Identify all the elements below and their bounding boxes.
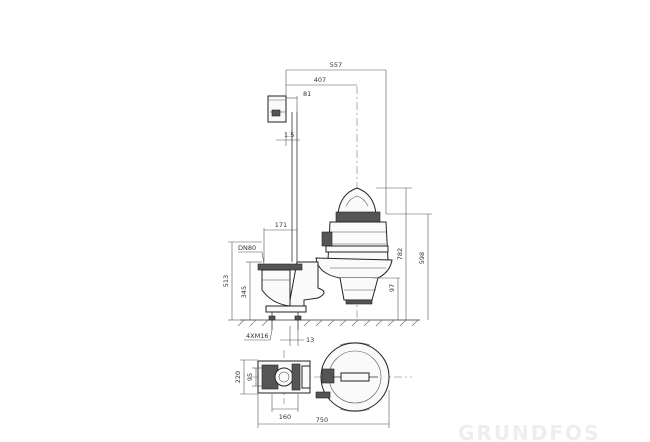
svg-text:513: 513 bbox=[222, 275, 230, 287]
discharge-pipe bbox=[257, 261, 325, 313]
plan-base bbox=[257, 360, 311, 394]
dim-750: 750 bbox=[257, 390, 390, 428]
dim-1-5: 1.5 bbox=[276, 131, 300, 146]
dim-220: 220 bbox=[234, 359, 258, 395]
dim-782: 782 bbox=[376, 187, 412, 320]
dim-81: 81 bbox=[286, 90, 311, 99]
dim-dn80: DN80 bbox=[238, 244, 265, 265]
plan-pump bbox=[315, 342, 390, 412]
floor-line bbox=[237, 319, 420, 327]
svg-text:750: 750 bbox=[316, 416, 328, 424]
dim-513: 513 bbox=[222, 241, 262, 321]
elevation-view: 557 407 81 1.5 171 DN80 bbox=[222, 61, 432, 346]
top-bracket bbox=[267, 95, 287, 123]
dim-97: 97 bbox=[372, 277, 400, 320]
dim-171: 171 bbox=[263, 221, 298, 262]
anchor-bolts bbox=[268, 312, 302, 330]
svg-text:160: 160 bbox=[279, 413, 291, 421]
svg-text:782: 782 bbox=[396, 248, 404, 260]
dim-345: 345 bbox=[240, 261, 262, 320]
dim-598: 598 bbox=[386, 213, 432, 320]
dim-anchor-bolts: 4XM16 bbox=[244, 329, 273, 341]
svg-text:95: 95 bbox=[246, 373, 254, 381]
svg-text:4XM16: 4XM16 bbox=[246, 332, 268, 340]
svg-text:171: 171 bbox=[275, 221, 287, 229]
dim-407: 407 bbox=[286, 76, 357, 86]
svg-text:1.5: 1.5 bbox=[284, 131, 294, 139]
svg-text:598: 598 bbox=[418, 252, 426, 264]
pump-motor bbox=[315, 187, 393, 305]
svg-text:81: 81 bbox=[303, 90, 311, 98]
dim-13: 13 bbox=[280, 326, 314, 346]
svg-text:557: 557 bbox=[330, 61, 342, 69]
svg-text:345: 345 bbox=[240, 286, 248, 298]
dim-95: 95 bbox=[246, 367, 262, 387]
svg-text:13: 13 bbox=[306, 336, 314, 344]
svg-text:220: 220 bbox=[234, 371, 242, 383]
svg-text:DN80: DN80 bbox=[238, 244, 256, 252]
dim-557: 557 bbox=[285, 61, 387, 214]
dim-160: 160 bbox=[271, 394, 299, 421]
svg-text:407: 407 bbox=[314, 76, 326, 84]
watermark-text: GRUNDFOS bbox=[458, 421, 600, 442]
plan-view: 220 95 160 750 bbox=[234, 342, 412, 428]
svg-text:97: 97 bbox=[388, 284, 396, 292]
